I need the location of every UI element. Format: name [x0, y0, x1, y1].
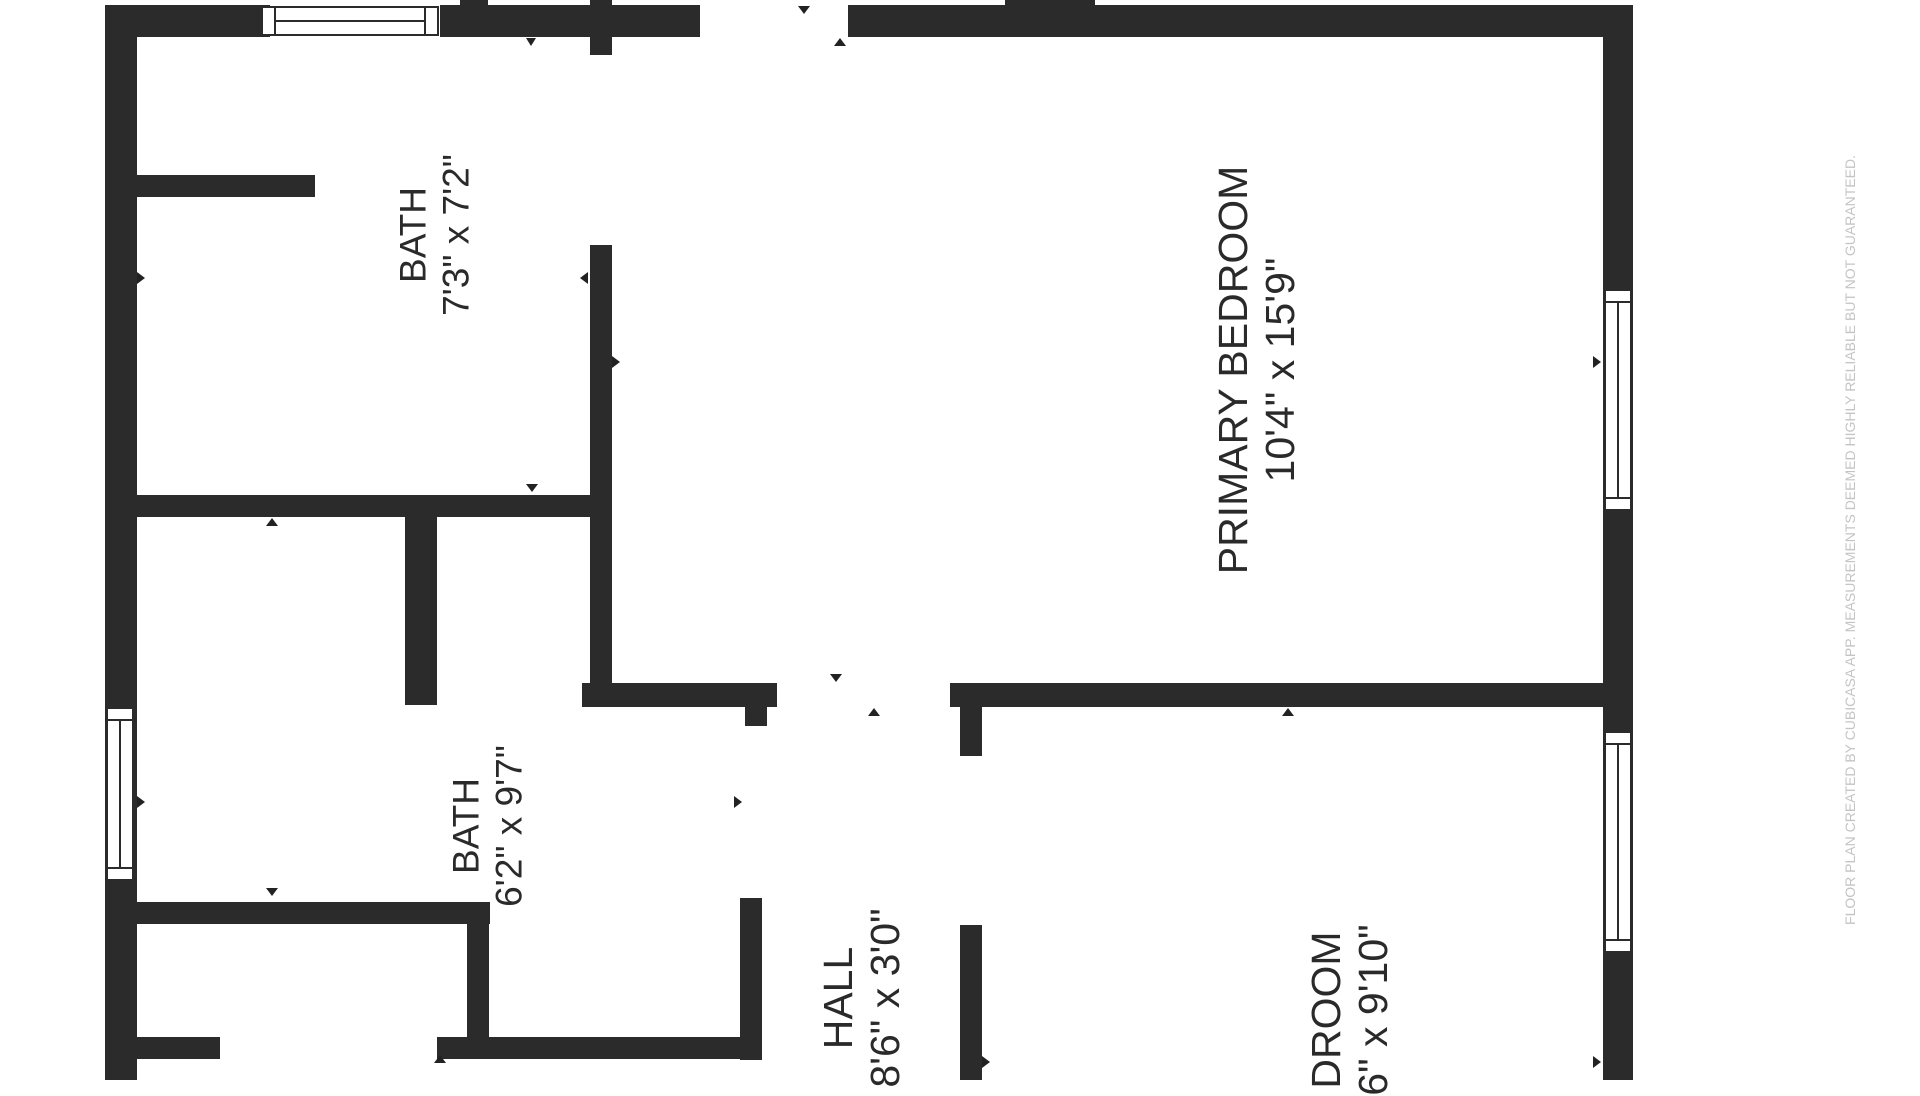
disclaimer-text: FLOOR PLAN CREATED BY CUBICASA APP. MEAS… — [1842, 155, 1858, 925]
wall-closet-vertical — [467, 902, 489, 1037]
wall-hall-left-lower — [740, 898, 762, 1060]
wall-bath-upper-right — [590, 245, 612, 705]
marker-arrow — [580, 272, 588, 284]
wall-bath-divider — [135, 495, 610, 517]
marker-arrow — [798, 6, 810, 14]
wall-closet-top — [135, 902, 490, 924]
walls — [105, 0, 1633, 1080]
marker-arrow — [830, 674, 842, 682]
marker-arrow — [137, 796, 145, 808]
wall-bath-lower-partition — [405, 513, 437, 705]
window-right-lower — [1604, 731, 1632, 953]
window-left — [106, 707, 134, 881]
wall-top-block — [1005, 0, 1095, 37]
room-name: PRIMARY BEDROOM — [1209, 165, 1256, 575]
marker-arrow — [526, 484, 538, 492]
room-dimensions: 10'4" x 15'9" — [1257, 257, 1303, 483]
marker-arrow — [1593, 1056, 1601, 1068]
marker-arrow — [734, 796, 742, 808]
wall-hall-right-lower — [960, 925, 982, 1080]
room-dimensions: 6" x 9'10" — [1350, 924, 1396, 1096]
room-label-hall: HALL 8'6" x 3'0" — [815, 908, 909, 1087]
room-label-bath-lower: BATH 6'2" x 9'7" — [445, 745, 530, 907]
marker-arrow — [982, 1056, 990, 1068]
wall-left — [105, 5, 137, 1080]
marker-arrow — [834, 38, 846, 46]
wall-bath-upper-shelf — [135, 175, 315, 197]
wall-top-left — [105, 5, 270, 37]
marker-arrow — [526, 38, 536, 46]
room-label-bedroom: DROOM 6" x 9'10" — [1303, 924, 1397, 1095]
marker-arrow — [266, 518, 278, 526]
wall-top-stub-b — [590, 0, 612, 55]
window-right-upper — [1604, 289, 1632, 511]
windows — [106, 6, 1632, 953]
marker-arrow — [1593, 356, 1601, 368]
marker-arrow — [137, 272, 145, 284]
marker-arrow — [612, 356, 620, 368]
marker-arrow — [1282, 708, 1294, 716]
room-name: BATH — [392, 187, 434, 283]
wall-hall-top-left — [582, 683, 777, 707]
marker-arrow — [434, 1055, 446, 1063]
marker-arrow — [266, 888, 278, 896]
marker-arrow — [868, 708, 880, 716]
wall-bedroom-divider-stub — [960, 683, 982, 756]
room-name: HALL — [814, 946, 861, 1050]
wall-bedroom-divider — [950, 683, 1605, 707]
room-label-bath-upper: BATH 7'3" x 7'2" — [392, 154, 477, 316]
room-name: BATH — [445, 778, 487, 874]
room-label-primary-bedroom: PRIMARY BEDROOM 10'4" x 15'9" — [1210, 166, 1304, 575]
window-top — [261, 6, 439, 36]
room-dimensions: 8'6" x 3'0" — [862, 908, 908, 1088]
wall-top-stub-a — [460, 0, 488, 37]
room-dimensions: 7'3" x 7'2" — [435, 154, 476, 316]
room-dimensions: 6'2" x 9'7" — [488, 745, 529, 907]
wall-closet-shelf — [135, 1037, 220, 1059]
wall-hall-top-left-stub — [745, 683, 767, 726]
wall-top-right — [848, 5, 1633, 37]
room-name: DROOM — [1302, 931, 1349, 1089]
wall-closet-bottom — [437, 1037, 762, 1059]
dimension-markers — [137, 6, 1601, 1068]
